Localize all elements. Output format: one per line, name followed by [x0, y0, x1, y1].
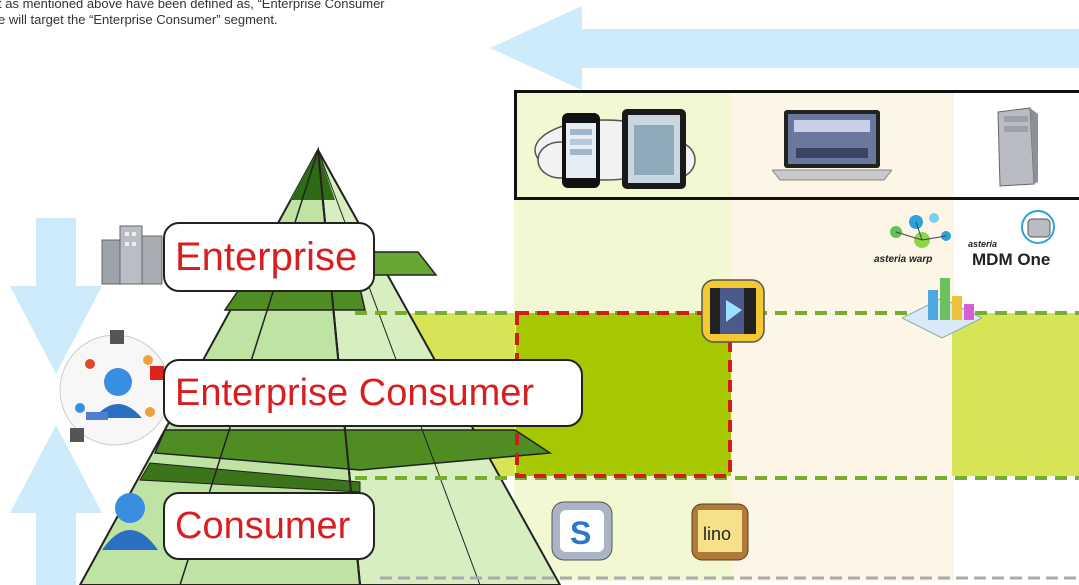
- left-arrow: [490, 6, 1079, 90]
- down-arrow: [10, 218, 102, 374]
- intro-text: t as mentioned above have been defined a…: [0, 0, 478, 28]
- up-arrow: [10, 425, 102, 585]
- network-user-icon: [59, 330, 171, 446]
- enterprise-consumer-label: Enterprise Consumer: [163, 359, 583, 427]
- lino-text: lino: [703, 524, 731, 544]
- asteria-warp-logo: asteria warp: [874, 213, 951, 265]
- video-editor-icon: [701, 279, 765, 343]
- simplenote-s: S: [570, 515, 591, 551]
- mdm-one-logo: asteria MDM One: [968, 210, 1055, 269]
- device-frame: [514, 90, 1079, 200]
- buildings-icon: [101, 225, 163, 285]
- mdm-one-text: MDM One: [972, 250, 1050, 269]
- intro-line-1: t as mentioned above have been defined a…: [0, 0, 385, 11]
- simplenote-icon: S: [551, 501, 613, 561]
- consumer-label: Consumer: [163, 492, 375, 560]
- chart-3d-icon: [902, 278, 982, 339]
- mobile-devices-icon: [534, 109, 696, 189]
- laptop-icon: [772, 110, 892, 181]
- enterprise-label: Enterprise: [163, 222, 375, 292]
- mdm-prefix-text: asteria: [968, 239, 997, 249]
- enterprise-consumer-band-right: [952, 313, 1079, 476]
- consumer-user-icon: [102, 493, 158, 550]
- asteria-warp-text: asteria warp: [874, 254, 932, 265]
- lino-icon: lino: [691, 503, 749, 561]
- server-icon: [997, 107, 1038, 187]
- intro-line-2: e will target the “Enterprise Consumer” …: [0, 12, 278, 27]
